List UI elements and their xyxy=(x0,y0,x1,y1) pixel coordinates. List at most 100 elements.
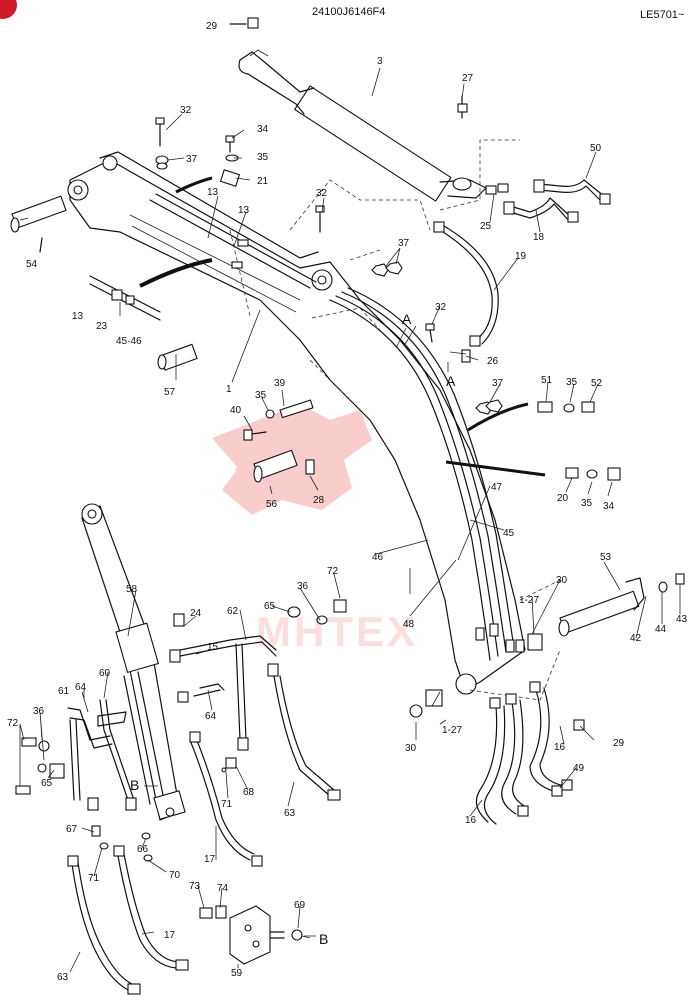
callout-label: 15 xyxy=(207,642,219,653)
leader-lines xyxy=(19,67,681,973)
left-hoses xyxy=(15,699,189,995)
callout-label: 30 xyxy=(556,575,568,586)
callout-label: 63 xyxy=(284,808,296,819)
callout-label: 45 xyxy=(503,528,515,539)
callout-label: 47 xyxy=(491,482,503,493)
callout-label: 17 xyxy=(204,854,216,865)
callout-label: 23 xyxy=(96,321,108,332)
callout-label: 1-27 xyxy=(519,595,539,606)
callout-label: 35 xyxy=(581,498,593,509)
callout-label: 57 xyxy=(164,387,176,398)
callout-label: 20 xyxy=(557,493,569,504)
callout-label: 45·46 xyxy=(116,336,142,347)
callout-label: 34 xyxy=(603,501,615,512)
boom-cylinder xyxy=(238,49,487,202)
watermark-text: MHTEX xyxy=(256,608,418,655)
callout-label: 32 xyxy=(435,302,447,313)
callout-label: 16 xyxy=(554,742,566,753)
callout-label: 74 xyxy=(217,883,229,894)
callout-label: 73 xyxy=(189,881,201,892)
callout-label: 13 xyxy=(207,187,219,198)
callout-label: 68 xyxy=(243,787,255,798)
callout-label: 62 xyxy=(227,606,239,617)
top-hardware xyxy=(10,17,621,483)
callout-label: 71 xyxy=(88,873,100,884)
callout-label: 30 xyxy=(405,743,417,754)
callout-label: 37 xyxy=(492,378,504,389)
diagram-code: 24100J6146F4 xyxy=(312,6,385,18)
callout-label: 48 xyxy=(403,619,415,630)
arm-cylinder xyxy=(81,503,186,821)
marker-a-bottom: A xyxy=(446,373,456,389)
valve-block xyxy=(199,905,303,965)
callout-label: 70 xyxy=(169,870,181,881)
callout-label: 1 xyxy=(226,384,232,395)
callout-label: 39 xyxy=(274,378,286,389)
callout-label: 60 xyxy=(99,668,111,679)
main-boom xyxy=(67,139,561,701)
callout-label: 49 xyxy=(573,763,585,774)
callout-label: 59 xyxy=(231,968,243,979)
callout-label: 35 xyxy=(255,390,267,401)
callout-label: 44 xyxy=(655,624,667,635)
callout-label: 35 xyxy=(566,377,578,388)
callout-label: 29 xyxy=(206,21,218,32)
callout-label: 26 xyxy=(487,356,499,367)
marker-b-bottom: B xyxy=(319,931,328,947)
callout-label: 16 xyxy=(465,815,477,826)
callout-label: 36 xyxy=(33,706,45,717)
callout-label: 29 xyxy=(613,738,625,749)
callout-label: 1-27 xyxy=(442,725,462,736)
callout-label: 24 xyxy=(190,608,202,619)
callout-label: 40 xyxy=(230,405,242,416)
callout-label: 18 xyxy=(533,232,545,243)
callout-label: 56 xyxy=(266,499,278,510)
callout-label: 61 xyxy=(58,686,70,697)
callout-label: 42 xyxy=(630,633,642,644)
callout-label: 63 xyxy=(57,972,69,983)
callout-label: 17 xyxy=(164,930,176,941)
callout-label: 53 xyxy=(600,552,612,563)
callout-label: 34 xyxy=(257,124,269,135)
callout-label: 69 xyxy=(294,900,306,911)
callout-label: 54 xyxy=(26,259,38,270)
arm-cylinder-piping xyxy=(169,599,347,867)
callout-label: 65 xyxy=(264,601,276,612)
callout-label: 72 xyxy=(7,718,19,729)
callout-label: 13 xyxy=(72,311,84,322)
callout-label: 72 xyxy=(327,566,339,577)
callout-label: 25 xyxy=(480,221,492,232)
reference-markers: A A B B xyxy=(130,311,456,947)
boom-hose-lines xyxy=(89,176,546,661)
arm-hoses xyxy=(475,681,573,825)
marker-b-left: B xyxy=(130,777,139,793)
marker-a-top: A xyxy=(402,311,412,327)
callout-label: 28 xyxy=(313,495,325,506)
foot-pin-assembly xyxy=(409,573,685,731)
callout-label: 35 xyxy=(257,152,269,163)
callout-label: 27 xyxy=(462,73,474,84)
callout-label: 67 xyxy=(66,824,78,835)
callout-label: 19 xyxy=(515,251,527,262)
callout-label: 32 xyxy=(180,105,192,116)
callout-label: 37 xyxy=(186,154,198,165)
callout-label: 51 xyxy=(541,375,553,386)
page-reference: LE5701~ xyxy=(640,9,684,21)
corner-badge xyxy=(0,0,17,19)
callout-label: 13 xyxy=(238,205,250,216)
callout-label: 64 xyxy=(75,682,87,693)
callout-labels: 29 3 27 32 34 37 35 21 50 13 13 32 25 18… xyxy=(7,21,688,983)
callout-label: 52 xyxy=(591,378,603,389)
callout-label: 43 xyxy=(676,614,688,625)
callout-label: 50 xyxy=(590,143,602,154)
callout-label: 58 xyxy=(126,584,138,595)
callout-label: 66 xyxy=(137,844,149,855)
callout-label: 37 xyxy=(398,238,410,249)
callout-label: 21 xyxy=(257,176,269,187)
callout-label: 32 xyxy=(316,188,328,199)
callout-label: 71 xyxy=(221,799,233,810)
callout-label: 64 xyxy=(205,711,217,722)
callout-label: 36 xyxy=(297,581,309,592)
callout-label: 65 xyxy=(41,778,53,789)
